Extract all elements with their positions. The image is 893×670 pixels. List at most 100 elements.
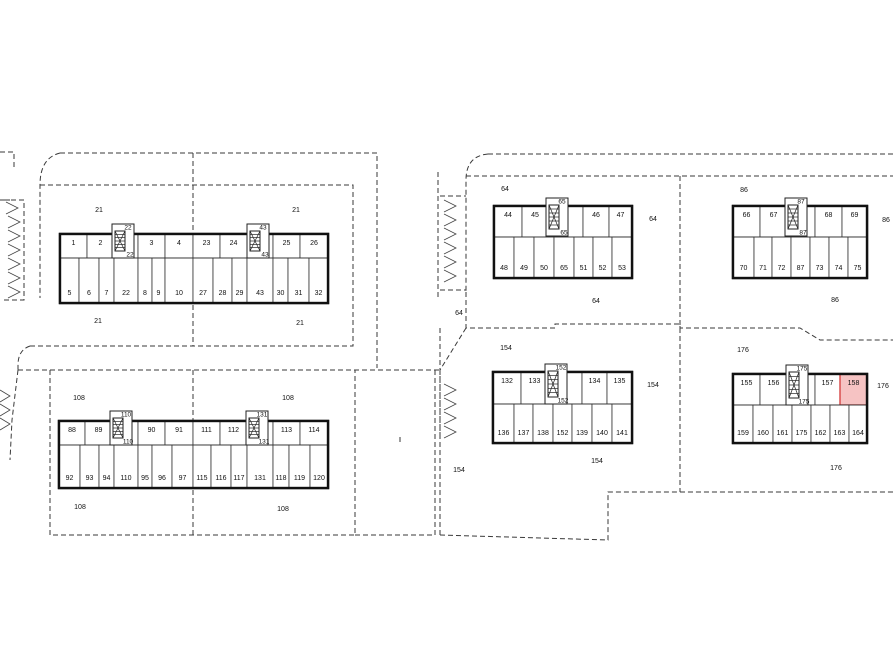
unit-cell[interactable] — [533, 236, 555, 279]
unit-cell[interactable] — [759, 205, 788, 238]
stairwell-label: 131 — [257, 412, 268, 419]
unit-cell[interactable] — [732, 373, 761, 406]
unit-label: 44 — [504, 212, 512, 219]
unit-cell[interactable] — [492, 371, 522, 405]
unit-label: 52 — [599, 265, 607, 272]
unit-label: 90 — [148, 427, 156, 434]
parcel-label: 154 — [591, 458, 603, 465]
unit-label: 158 — [848, 380, 860, 387]
unit-label: 116 — [215, 475, 226, 482]
unit-cell[interactable] — [606, 371, 633, 405]
unit-cell[interactable] — [246, 444, 274, 489]
unit-cell[interactable] — [752, 404, 774, 444]
unit-cell[interactable] — [772, 404, 793, 444]
parking-chevrons — [0, 195, 466, 439]
unit-label: 24 — [230, 240, 238, 247]
unit-cell[interactable] — [219, 233, 248, 259]
unit-label: 156 — [768, 380, 780, 387]
unit-cell[interactable] — [513, 236, 535, 279]
unit-cell[interactable] — [553, 236, 575, 279]
unit-cell[interactable] — [732, 236, 755, 279]
unit-label: 95 — [141, 475, 149, 482]
stairwell-label: 175 — [797, 366, 808, 373]
unit-label: 2 — [99, 240, 103, 247]
unit-cell[interactable] — [591, 403, 613, 444]
unit-cell[interactable] — [810, 404, 831, 444]
unit-label: 164 — [852, 430, 864, 437]
unit-cell[interactable] — [532, 403, 554, 444]
unit-label: 72 — [778, 265, 786, 272]
unit-label: 157 — [822, 380, 834, 387]
unit-cell[interactable] — [829, 404, 850, 444]
unit-cell[interactable] — [581, 371, 608, 405]
unit-cell[interactable] — [814, 373, 841, 406]
unit-cell[interactable] — [732, 205, 761, 238]
unit-cell[interactable] — [611, 236, 633, 279]
unit-label: 48 — [500, 265, 508, 272]
unit-cell[interactable] — [521, 205, 549, 238]
stairwell-label: 87 — [799, 230, 807, 237]
unit-cell[interactable] — [608, 205, 633, 238]
unit-cell[interactable] — [814, 205, 843, 238]
unit-cell[interactable] — [592, 236, 613, 279]
unit-label: 50 — [540, 265, 548, 272]
parcel-label: 21 — [95, 207, 103, 214]
unit-cell[interactable] — [113, 257, 139, 304]
unit-label: 4 — [177, 240, 181, 247]
unit-label: 75 — [854, 265, 862, 272]
unit-label: 23 — [203, 240, 211, 247]
unit-label: 131 — [254, 475, 266, 482]
stairwell-label: 22 — [126, 252, 134, 259]
stairwell-label: 110 — [123, 439, 134, 446]
unit-label: 74 — [835, 265, 843, 272]
parcel-label: 176 — [830, 465, 842, 472]
stairwell-label: 43 — [259, 225, 267, 232]
unit-label: 136 — [498, 430, 510, 437]
parcel-label: 64 — [592, 298, 600, 305]
unit-cell[interactable] — [552, 403, 573, 444]
unit-label: 159 — [737, 430, 749, 437]
parcel-labels: 21 21 21 21 108 108 108 108 64 64 64 64 … — [73, 186, 890, 513]
unit-cell[interactable] — [828, 236, 849, 279]
unit-cell[interactable] — [847, 236, 868, 279]
unit-cell[interactable] — [219, 420, 248, 446]
unit-cell[interactable] — [732, 404, 754, 444]
unit-cell[interactable] — [113, 444, 139, 489]
unit-cell[interactable] — [571, 403, 593, 444]
unit-cell[interactable] — [513, 403, 534, 444]
unit-label: 5 — [68, 290, 72, 297]
unit-cell[interactable] — [611, 403, 633, 444]
unit-cell[interactable] — [809, 236, 830, 279]
unit-label: 135 — [614, 378, 626, 385]
unit-cell[interactable] — [848, 404, 868, 444]
unit-cell[interactable] — [492, 403, 515, 444]
unit-cell[interactable] — [582, 205, 610, 238]
unit-cell[interactable] — [771, 236, 792, 279]
parcel-label: 108 — [74, 504, 86, 511]
unit-cell[interactable] — [299, 420, 329, 446]
unit-cell[interactable] — [520, 371, 549, 405]
unit-label: 97 — [179, 475, 187, 482]
unit-cell[interactable] — [753, 236, 773, 279]
unit-cell[interactable] — [137, 233, 166, 259]
unit-cell[interactable] — [791, 404, 812, 444]
unit-cell[interactable] — [59, 233, 88, 259]
unit-cell[interactable] — [493, 236, 515, 279]
unit-label: 68 — [825, 212, 833, 219]
stair-cross — [248, 417, 260, 439]
parcel-boundaries — [0, 151, 893, 541]
unit-cell[interactable] — [86, 233, 115, 259]
unit-cell[interactable] — [841, 205, 868, 238]
unit-cell[interactable] — [573, 236, 594, 279]
unit-label: 3 — [150, 240, 154, 247]
unit-label: 91 — [175, 427, 183, 434]
unit-cell[interactable] — [790, 236, 811, 279]
unit-cell[interactable] — [759, 373, 788, 406]
unit-highlighted[interactable] — [839, 373, 868, 406]
unit-cell[interactable] — [493, 205, 523, 238]
